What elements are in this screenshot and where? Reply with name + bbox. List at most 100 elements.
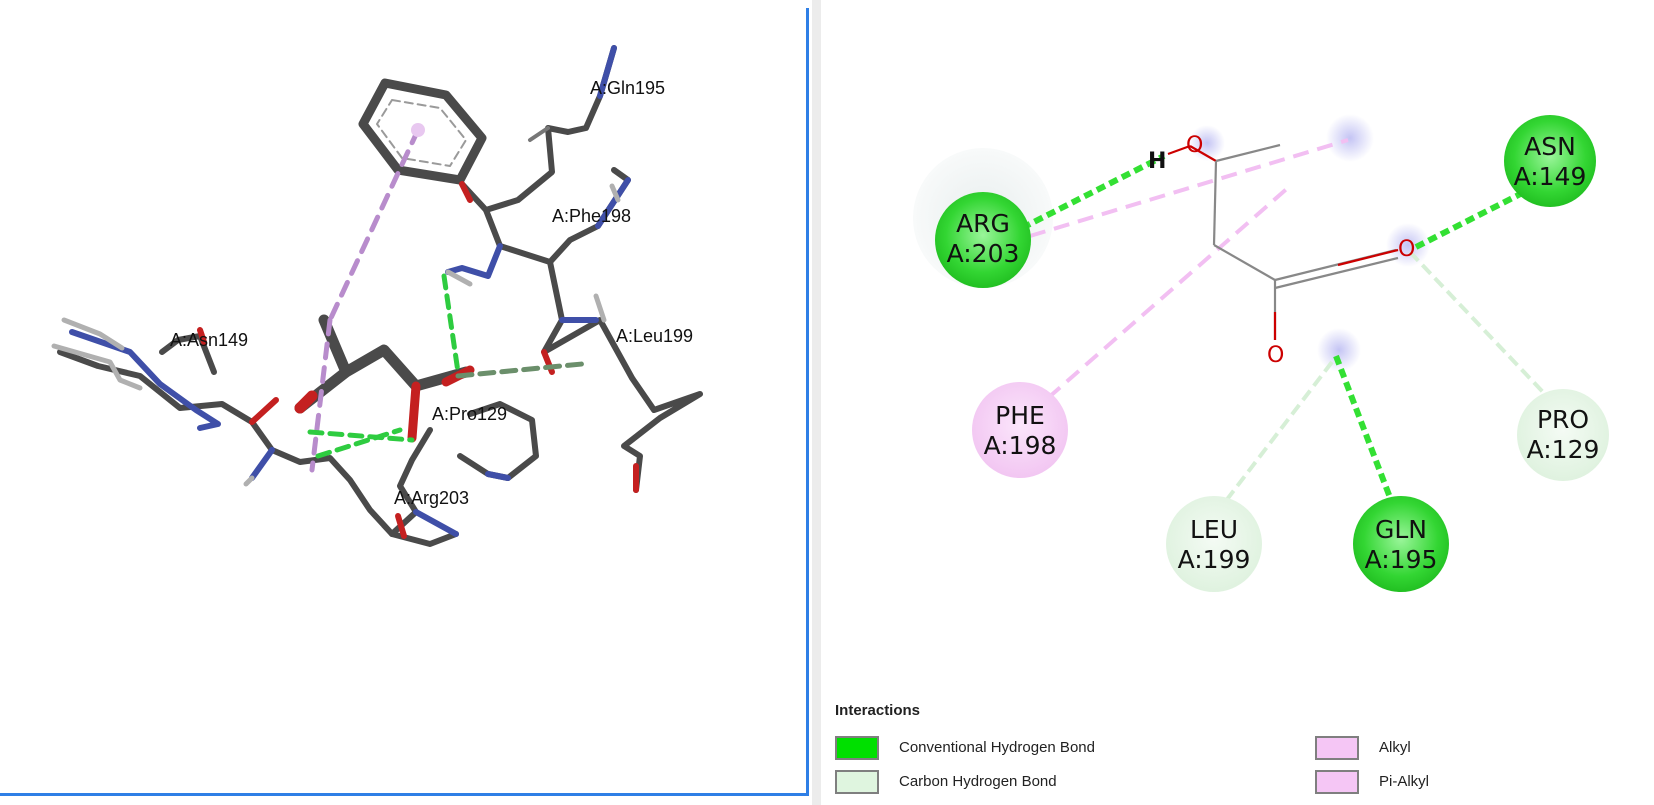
hydrogen (243, 475, 255, 487)
protein-backbone (51, 45, 703, 547)
residue-disc (1504, 115, 1596, 207)
amine-hydrogen (445, 269, 473, 287)
oxygen (249, 397, 279, 425)
residue-arg203[interactable]: ARG A:203 (935, 192, 1031, 288)
legend-swatch (835, 736, 879, 760)
alkyl-interaction (309, 317, 333, 473)
ligand-2d (1167, 143, 1399, 340)
residue-disc (1166, 496, 1262, 592)
ch-bond-leu199 (1220, 360, 1334, 508)
ch-bond-pro129 (1408, 250, 1562, 412)
residue-name: ARG (956, 209, 1010, 238)
carboxyl-oxygen: O (1267, 343, 1284, 368)
label-arg203: A:Arg203 (394, 488, 469, 508)
viewport-border-right (806, 8, 809, 796)
label-asn149: A:Asn149 (170, 330, 248, 350)
residue-id: A:129 (1527, 435, 1600, 464)
pro129-nitrogen (485, 471, 511, 481)
gln195-sidechain (459, 45, 617, 213)
residue-disc (1517, 389, 1609, 481)
gln195-nitrogen (597, 45, 617, 99)
bond (1213, 244, 1276, 281)
residue-name: ASN (1524, 132, 1576, 161)
residue-disc (972, 382, 1068, 478)
label-leu199: A:Leu199 (616, 326, 693, 346)
residue-asn149[interactable]: ASN A:149 (1504, 115, 1596, 207)
asn149-sidechain (159, 333, 217, 375)
bond (1189, 145, 1217, 162)
hydrogen (593, 293, 607, 323)
atom-halo (1326, 114, 1374, 162)
residue-id: A:199 (1178, 545, 1251, 574)
hbond-arg203 (1020, 153, 1166, 231)
hbond-gln195 (1333, 354, 1397, 510)
interaction-diagram-2d[interactable]: H O O O ARG A:203 ASN A:149 PHE A:198 PR… (821, 0, 1654, 690)
residue-id: A:195 (1365, 545, 1438, 574)
hydroxyl-oxygen: O (1186, 133, 1203, 158)
label-pro129: A:Pro129 (432, 404, 507, 424)
residue-id: A:203 (947, 239, 1020, 268)
legend-title: Interactions (835, 702, 921, 719)
residue-id: A:149 (1514, 162, 1587, 191)
binding-pose-3d-canvas: A:Gln195 A:Phe198 A:Asn149 A:Leu199 A:Pr… (51, 45, 703, 547)
hydrogen (609, 183, 621, 203)
hydrogen-bond (307, 429, 415, 443)
residue-disc (935, 192, 1031, 288)
residue-leu199[interactable]: LEU A:199 (1166, 496, 1262, 592)
binding-pose-3d-view[interactable]: A:Gln195 A:Phe198 A:Asn149 A:Leu199 A:Pr… (0, 0, 812, 805)
phenyl-ring-aromatic (376, 99, 467, 167)
hydrogen-atoms (61, 317, 125, 351)
legend-label: Alkyl (1379, 739, 1411, 756)
ligand-atoms: H O O O (1148, 133, 1415, 368)
label-phe198: A:Phe198 (552, 206, 631, 226)
ligand-carbonyl (407, 381, 421, 443)
panel-divider[interactable] (812, 0, 821, 805)
hydrogen-atom: H (1148, 149, 1166, 174)
amine-group (445, 243, 503, 279)
residue-phe198[interactable]: PHE A:198 (972, 382, 1068, 478)
interaction-diagram-canvas: H O O O ARG A:203 ASN A:149 PHE A:198 PR… (913, 114, 1609, 592)
leu199-residue (541, 259, 703, 493)
oxygen (197, 327, 207, 345)
legend-swatch (835, 770, 879, 794)
oxygen (395, 513, 407, 539)
residue-disc (1353, 496, 1449, 592)
atom-halo (1189, 125, 1225, 161)
phenyl-ring (358, 78, 487, 185)
legend-label: Pi-Alkyl (1379, 773, 1430, 790)
residue-pro129[interactable]: PRO A:129 (1517, 389, 1609, 481)
residue-id: A:198 (984, 431, 1057, 460)
residue-gln195[interactable]: GLN A:195 (1353, 496, 1449, 592)
viewport-border-bottom (0, 793, 809, 796)
carbonyl-oxygen: O (1398, 237, 1415, 262)
bond (1167, 144, 1191, 156)
hydrogen-atoms (51, 343, 143, 391)
hydrogen-bond (315, 427, 403, 459)
carbon-hydrogen-bond (455, 361, 585, 379)
bond (1215, 143, 1281, 163)
bond (528, 126, 550, 142)
nitrogen (249, 447, 275, 481)
hbond-asn149 (1414, 177, 1550, 250)
legend-swatch (1315, 770, 1359, 794)
interactions-legend: Interactions Conventional Hydrogen Bond … (835, 700, 1635, 800)
bond (1337, 248, 1399, 267)
residue-name: PRO (1537, 405, 1589, 434)
legend-swatch (1315, 736, 1359, 760)
hydrogen-bond (441, 273, 461, 375)
alkyl-arg203 (1029, 138, 1349, 238)
ligand-hydroxyl (294, 390, 318, 414)
atom-halo (1386, 223, 1430, 267)
legend-label: Carbon Hydrogen Bond (899, 773, 1057, 790)
pi-centroid (411, 123, 425, 137)
ligand (294, 314, 472, 414)
arg203-nitrogen (413, 509, 459, 537)
carbonyl-oxygen (459, 181, 473, 203)
residue-name: LEU (1190, 515, 1238, 544)
bond (1212, 160, 1218, 246)
interaction-lines-2d (1020, 138, 1562, 510)
interaction-lines-3d (307, 123, 585, 473)
label-gln195: A:Gln195 (590, 78, 665, 98)
phe198-nitrogen (595, 177, 631, 229)
bond (1274, 256, 1399, 290)
